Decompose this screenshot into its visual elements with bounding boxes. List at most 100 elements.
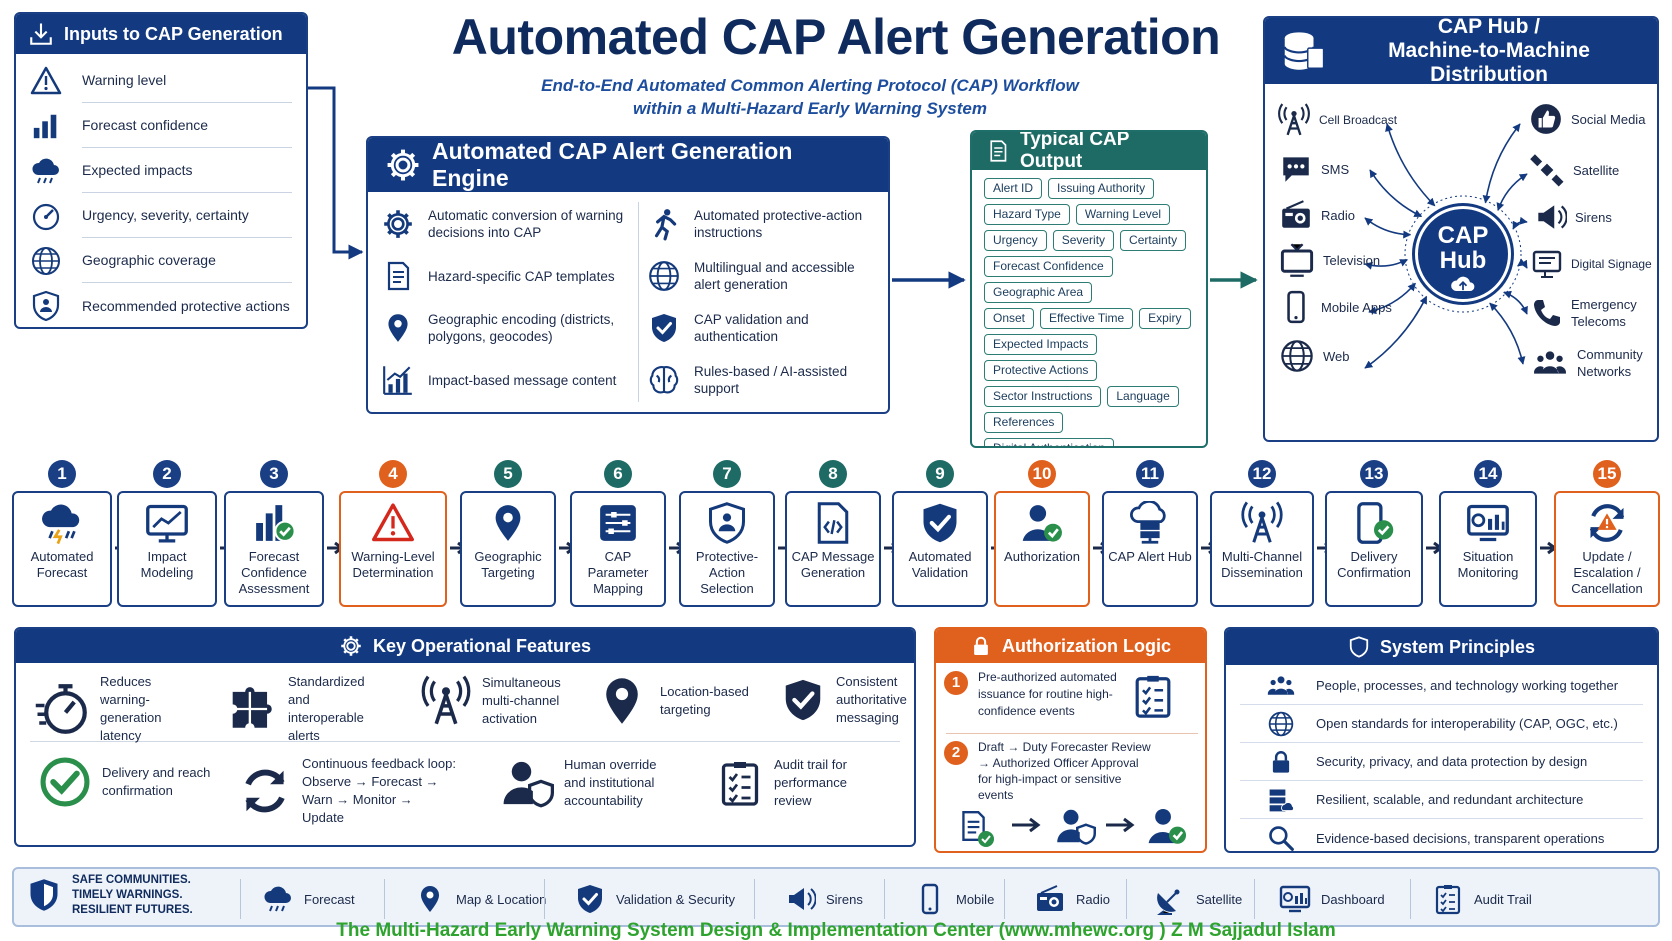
shield-check-icon [30, 879, 58, 911]
system-principles-panel: System Principles People, processes, and… [1224, 627, 1659, 853]
engine-item-label: Impact-based message content [428, 372, 617, 388]
workflow-step-label: Impact Modeling [140, 549, 194, 580]
feature-human-override: Human override and institutional account… [502, 755, 674, 811]
cap-field-row: Forecast Confidence [984, 256, 1194, 277]
cap-hub-title-2: Machine-to-Machine Distribution [1388, 39, 1590, 86]
sms-icon [1279, 152, 1313, 186]
satellite-icon [1529, 152, 1565, 188]
hub-channel-web: Web [1279, 338, 1350, 374]
feature-multichannel: Simultaneous multi-channel activation [420, 673, 568, 729]
cap-hub-header: CAP Hub / Machine-to-Machine Distributio… [1265, 16, 1657, 86]
cap-field-tag: Forecast Confidence [984, 256, 1113, 277]
feature-delivery: Delivery and reach confirmation [38, 755, 212, 809]
engine-item: Impact-based message content [376, 354, 628, 406]
engine-item-label: Automatic conversion of warning decision… [428, 208, 624, 240]
cap-field-tag: Urgency [984, 230, 1047, 251]
workflow-step-label: Automated Validation [908, 549, 972, 580]
auth-item-1: Pre-authorized automated issuance for ro… [978, 670, 1117, 718]
auth-step-1-badge: 1 [944, 671, 968, 695]
phone-icon [1531, 297, 1563, 329]
principle-item: Resilient, scalable, and redundant archi… [1240, 781, 1643, 819]
hub-channel-mobile-apps: Mobile Apps [1279, 288, 1392, 326]
cap-hub-title-1: CAP Hub / [1437, 16, 1541, 38]
input-item: Forecast confidence [16, 103, 306, 148]
workflow-step: Delivery Confirmation [1325, 491, 1423, 607]
hub-spoke-arrow [1369, 169, 1423, 218]
lock-icon [970, 635, 992, 657]
hub-spoke-arrow [1489, 302, 1526, 365]
feature-location: Location-based targeting [594, 673, 750, 729]
cap-field-row: Geographic Area [984, 282, 1194, 303]
shield-check-icon [780, 674, 826, 726]
hub-spokes [1364, 123, 1528, 369]
cap-field-tag: Alert ID [984, 178, 1043, 199]
footer-slogan-text: SAFE COMMUNITIES. TIMELY WARNINGS. RESIL… [72, 873, 193, 916]
footer-separator [240, 879, 241, 919]
authorization-header: Authorization Logic [936, 629, 1205, 663]
workflow-step-number: 11 [1136, 460, 1164, 488]
authorization-title: Authorization Logic [1002, 635, 1171, 656]
footer-item-label: Validation & Security [616, 891, 735, 907]
input-item-label: Warning level [82, 58, 292, 103]
lock-icon [1264, 748, 1298, 776]
footer-separator [1410, 879, 1411, 919]
satellite-dish-icon [1154, 883, 1186, 915]
inputs-header: Inputs to CAP Generation [16, 14, 306, 54]
engine-header: Automated CAP Alert Generation Engine [368, 138, 888, 192]
key-features-header: Key Operational Features [16, 629, 914, 663]
auth-step-2-badge: 2 [944, 741, 968, 765]
cap-field-tag: Hazard Type [984, 204, 1070, 225]
hub-channel-satellite: Satellite [1529, 152, 1619, 188]
workflow-step: Automated Forecast [12, 491, 112, 607]
engine-title: Automated CAP Alert Generation Engine [432, 138, 793, 191]
system-principles-title: System Principles [1379, 636, 1536, 657]
cap-field-row: References [984, 412, 1194, 433]
mobile-phone-icon [1279, 288, 1313, 326]
input-item-label: Expected impacts [82, 148, 292, 193]
engine-item: Geographic encoding (districts, polygons… [376, 302, 628, 354]
workflow-step-number: 7 [713, 460, 741, 488]
chart-up-icon [376, 360, 420, 400]
engine-panel: Automated CAP Alert Generation Engine Au… [366, 136, 890, 414]
cap-field-tag: Effective Time [1040, 308, 1134, 329]
cap-field-tag: Issuing Authority [1048, 178, 1155, 199]
auth-item-2: Draft → Duty Forecaster Review → Authori… [978, 740, 1151, 802]
footer-separator [1126, 879, 1127, 919]
workflow-step-label: Geographic Targeting [474, 549, 542, 580]
footer-item: Mobile [914, 881, 994, 917]
monitor-chart-icon [119, 497, 215, 549]
engine-item: Hazard-specific CAP templates [376, 250, 628, 302]
cloud-server-icon [1104, 497, 1196, 549]
hub-channel-sirens: Sirens [1533, 200, 1612, 234]
cap-field-tag: Geographic Area [984, 282, 1093, 303]
workflow-step-number: 15 [1593, 460, 1621, 488]
shield-check-icon [642, 308, 686, 348]
cap-output-title: Typical CAP Output [1020, 130, 1130, 172]
footer-item-label: Forecast [304, 891, 355, 907]
footer-item-label: Radio [1076, 891, 1110, 907]
engine-item: CAP validation and authentication [642, 302, 880, 354]
forecast-cloud-icon [14, 497, 110, 549]
signage-icon [1531, 248, 1563, 280]
cap-field-tag: Expiry [1139, 308, 1191, 329]
gear-icon [376, 204, 420, 244]
footer-item: Map & Location [414, 881, 546, 917]
hub-spoke-arrow [1364, 258, 1409, 270]
footer-item-label: Audit Trail [1474, 891, 1532, 907]
workflow-step-label: Automated Forecast [30, 549, 94, 580]
footer-slogan: SAFE COMMUNITIES. TIMELY WARNINGS. RESIL… [26, 874, 202, 916]
inputs-title: Inputs to CAP Generation [64, 23, 283, 44]
download-icon [30, 23, 52, 45]
input-item: Urgency, severity, certainty [16, 193, 306, 238]
television-icon [1279, 242, 1315, 278]
workflow-step-number: 12 [1248, 460, 1276, 488]
broadcast-tower-icon [1212, 497, 1312, 549]
workflow-step: Protective-Action Selection [679, 491, 775, 607]
cap-field-row: Protective Actions [984, 360, 1194, 381]
workflow-step: Situation Monitoring [1439, 491, 1537, 607]
cap-field-tag: Severity [1052, 230, 1115, 251]
cap-field-tag: Expected Impacts [984, 334, 1098, 355]
engine-item: Automated protective-action instructions [642, 198, 880, 250]
